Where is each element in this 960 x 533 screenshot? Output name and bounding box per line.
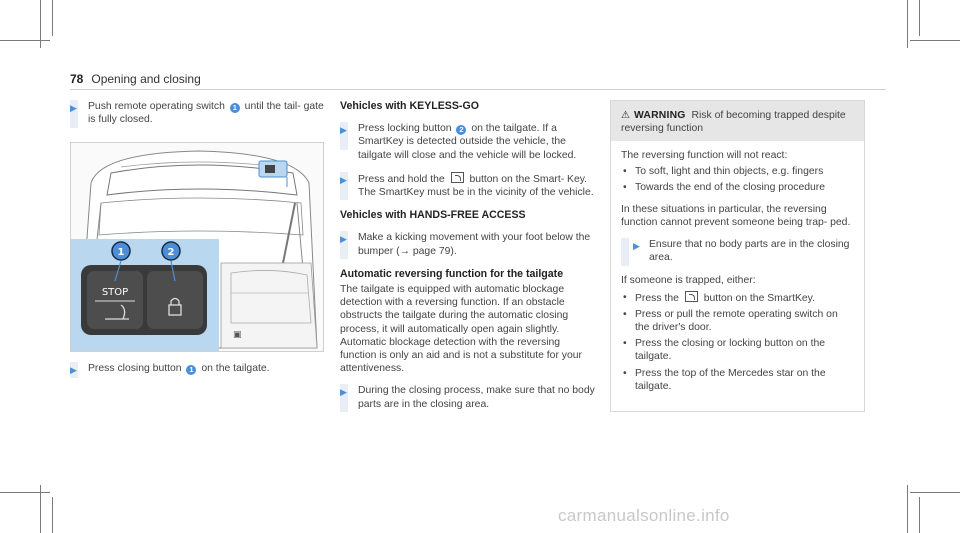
heading-hands-free: Vehicles with HANDS-FREE ACCESS: [340, 209, 526, 222]
figure-callout-2: 2: [168, 247, 175, 258]
step-kicking-movement: ▶ Make a kicking movement with your foot…: [340, 231, 595, 260]
callout-badge-2: 2: [456, 125, 467, 136]
tailgate-figure: ▣ STOP 1 2: [70, 142, 324, 353]
warning-header: ⚠WARNING Risk of becoming trapped despit…: [611, 101, 864, 141]
callout-badge-1: 1: [186, 365, 197, 376]
tailgate-key-icon: [450, 171, 464, 183]
crop-mark: [0, 492, 50, 493]
crop-mark: [910, 40, 960, 41]
step-arrow-icon: ▶: [70, 103, 77, 113]
column-1: ▶ Push remote operating switch 1 until t…: [70, 100, 324, 386]
step-arrow-icon: ▶: [340, 125, 347, 136]
callout-badge-1: 1: [229, 103, 240, 113]
crop-mark: [52, 0, 53, 36]
crop-mark: [907, 485, 908, 533]
reversing-paragraph: The tailgate is equipped with automatic …: [340, 284, 583, 375]
crop-mark: [919, 497, 920, 533]
warning-intro: The reversing function will not react:: [621, 150, 788, 161]
watermark: carmanualsonline.info: [558, 506, 730, 525]
list-item: Press the closing or locking button on t…: [621, 337, 854, 363]
page-header: 78 Opening and closing: [70, 72, 201, 86]
warning-label: WARNING: [633, 110, 686, 121]
crop-mark: [40, 0, 41, 48]
list-item: Press the top of the Mercedes star on th…: [621, 367, 854, 393]
warning-box: ⚠WARNING Risk of becoming trapped despit…: [610, 100, 865, 412]
tailgate-illustration: ▣ STOP 1 2: [71, 150, 318, 352]
section-title: Opening and closing: [91, 72, 201, 86]
step-arrow-icon: ▶: [340, 234, 347, 245]
warning-paragraph: In these situations in particular, the r…: [621, 203, 851, 228]
warning-bullets-1: To soft, light and thin objects, e.g. fi…: [621, 165, 854, 195]
crop-mark: [40, 485, 41, 533]
list-item: Press or pull the remote operating switc…: [621, 308, 854, 334]
warning-triangle-icon: ⚠: [621, 110, 630, 121]
step-push-switch: ▶ Push remote operating switch 1 until t…: [70, 100, 324, 129]
step-arrow-icon: ▶: [633, 241, 640, 252]
crop-mark: [910, 492, 960, 493]
heading-keyless-go: Vehicles with KEYLESS-GO: [340, 100, 479, 112]
step-arrow-icon: ▶: [340, 387, 347, 398]
warning-intro-2: If someone is trapped, either:: [621, 275, 756, 287]
step-ensure-no-body-parts: ▶ Ensure that no body parts are in the c…: [621, 238, 854, 267]
tailgate-key-icon: [684, 290, 698, 302]
step-press-locking: ▶ Press locking button 2 on the tailgate…: [340, 122, 595, 162]
heading-reversing-function: Automatic reversing function for the tai…: [340, 267, 564, 280]
stop-label: STOP: [102, 287, 128, 298]
warning-bullets-2: Press the button on the SmartKey. Press …: [621, 290, 854, 393]
header-rule: [70, 89, 886, 90]
step-press-closing: ▶ Press closing button 1 on the tailgate…: [70, 362, 324, 379]
warning-body: The reversing function will not react: T…: [611, 141, 864, 409]
step-closing-process: ▶ During the closing process, make sure …: [340, 384, 595, 413]
step-arrow-icon: ▶: [70, 365, 77, 376]
step-press-hold-key: ▶ Press and hold the button on the Smart…: [340, 171, 594, 201]
column-2: Vehicles with KEYLESS-GO ▶ Press locking…: [340, 100, 595, 421]
page-number: 78: [70, 72, 84, 86]
list-item: To soft, light and thin objects, e.g. fi…: [621, 165, 854, 178]
list-item: Press the button on the SmartKey.: [621, 290, 854, 305]
list-item: Towards the end of the closing procedure: [621, 181, 854, 194]
crop-mark: [907, 0, 908, 48]
column-3: ⚠WARNING Risk of becoming trapped despit…: [610, 100, 865, 412]
warning-title: Risk of becoming trapped despite reversi…: [621, 110, 846, 134]
svg-text:▣: ▣: [233, 330, 242, 340]
crop-mark: [52, 497, 53, 533]
figure-callout-1: 1: [118, 247, 125, 258]
step-arrow-icon: ▶: [340, 174, 347, 185]
crop-mark: [0, 40, 50, 41]
crop-mark: [919, 0, 920, 36]
